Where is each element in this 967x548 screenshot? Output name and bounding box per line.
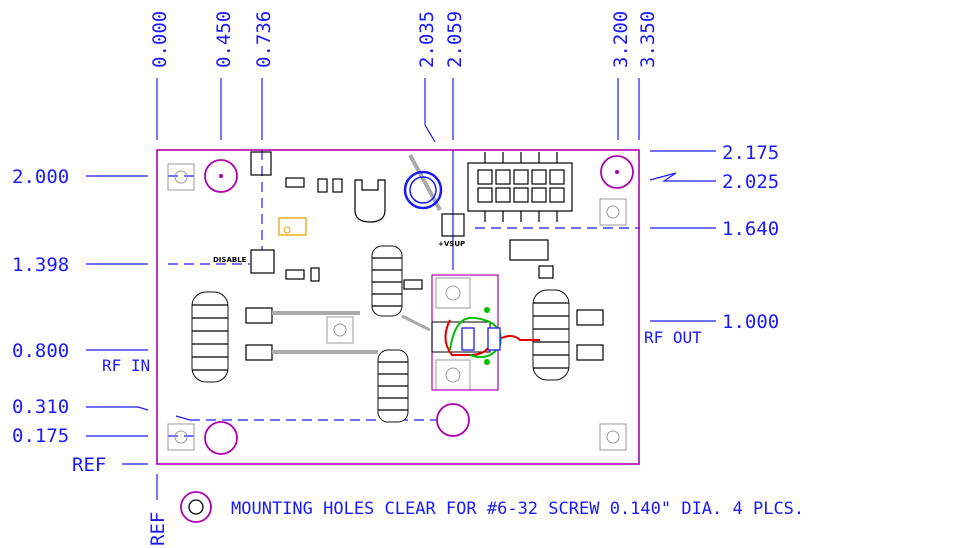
test-pads <box>167 163 627 451</box>
x-dim-0000: 0.000 <box>149 11 171 68</box>
circle-hole-icon <box>180 491 212 523</box>
connector <box>467 162 573 212</box>
component-pad <box>441 213 465 237</box>
y-dim-1398: 1.398 <box>12 254 69 276</box>
mounting-note-text: MOUNTING HOLES CLEAR FOR #6-32 SCREW 0.1… <box>231 499 804 519</box>
y-dim-1000: 1.000 <box>722 311 779 333</box>
x-dim-2059: 2.059 <box>444 11 466 68</box>
vsup-label: +VSUP <box>438 240 465 248</box>
x-dim-3200: 3.200 <box>610 11 632 68</box>
x-dim-0450: 0.450 <box>213 11 235 68</box>
y-dim-0175: 0.175 <box>12 425 69 447</box>
orange-component <box>278 217 307 236</box>
y-dim-0800: 0.800 <box>12 340 69 362</box>
rf-in-label: RF IN <box>102 356 150 375</box>
mounting-hole <box>436 403 470 437</box>
y-extension-lines-right <box>475 150 716 322</box>
y-dim-0310: 0.310 <box>12 396 69 418</box>
x-dim-3350: 3.350 <box>637 11 659 68</box>
x-dim-0736: 0.736 <box>253 11 275 68</box>
y-dim-2000: 2.000 <box>12 166 69 188</box>
blue-capacitor <box>403 154 443 211</box>
rf-out-label: RF OUT <box>644 328 702 347</box>
ref-label-left: REF <box>72 454 106 476</box>
coils <box>191 245 570 423</box>
y-dimension-labels-left: 2.000 1.398 0.800 0.310 0.175 REF <box>12 166 106 476</box>
ref-label-bottom: REF <box>147 512 169 546</box>
x-extension-lines <box>156 78 640 270</box>
x-dim-2035: 2.035 <box>416 11 438 68</box>
mounting-note: MOUNTING HOLES CLEAR FOR #6-32 SCREW 0.1… <box>180 491 804 523</box>
component-pad <box>250 249 275 274</box>
component-pad <box>250 151 272 176</box>
x-dimension-labels: 0.000 0.450 0.736 2.035 2.059 3.200 3.35… <box>149 11 659 68</box>
mounting-hole <box>204 421 238 455</box>
y-extension-lines-left <box>86 175 440 465</box>
output-transformer <box>431 274 540 391</box>
y-dim-1640: 1.640 <box>722 218 779 240</box>
disable-label: DISABLE <box>213 256 247 264</box>
y-dim-2025: 2.025 <box>722 171 779 193</box>
y-dim-2175: 2.175 <box>722 142 779 164</box>
board-outline <box>156 149 640 465</box>
smd-components <box>245 151 604 361</box>
y-dimension-labels-right: 2.175 2.025 1.640 1.000 <box>722 142 779 333</box>
mounting-holes <box>204 155 634 455</box>
